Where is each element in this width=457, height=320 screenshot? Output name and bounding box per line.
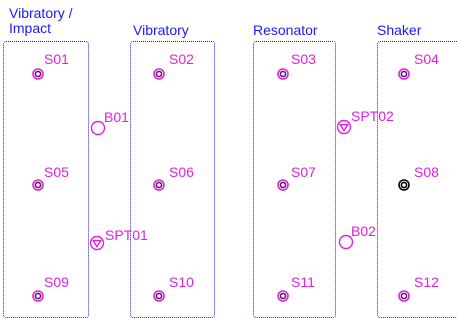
sensor-label-s11: S11 — [291, 274, 315, 290]
column-title-line2: Impact — [9, 20, 52, 36]
sensor-label-s06: S06 — [169, 164, 194, 180]
sensor-marker-s01[interactable] — [32, 68, 44, 80]
column-title-vibratory-impact: Vibratory / Impact — [9, 6, 73, 36]
sensor-label-s12: S12 — [414, 274, 439, 290]
sensor-marker-s02[interactable] — [153, 68, 165, 80]
sensor-label-s03: S03 — [291, 51, 316, 67]
sensor-label-s09: S09 — [44, 274, 69, 290]
panel-shaker[interactable] — [377, 41, 457, 318]
sensor-marker-s06[interactable] — [153, 179, 165, 191]
b01-marker-circle[interactable] — [90, 120, 106, 136]
sensor-marker-s04[interactable] — [398, 68, 410, 80]
b02-label: B02 — [351, 223, 376, 239]
sensor-label-s02: S02 — [169, 51, 194, 67]
sensor-marker-s07[interactable] — [277, 179, 289, 191]
sensor-marker-s03[interactable] — [277, 68, 289, 80]
sensor-marker-s12[interactable] — [398, 290, 410, 302]
spt01-marker[interactable] — [89, 235, 105, 251]
sensor-label-s10: S10 — [169, 274, 194, 290]
panel-vibratory-impact[interactable] — [3, 41, 89, 318]
spt02-label: SPT02 — [351, 108, 394, 124]
panel-vibratory[interactable] — [130, 41, 215, 318]
panel-resonator[interactable] — [253, 41, 336, 318]
sensor-label-s08: S08 — [414, 164, 439, 180]
spt01-label: SPT01 — [105, 227, 148, 243]
sensor-label-s05: S05 — [44, 164, 69, 180]
b02-marker-circle[interactable] — [338, 234, 354, 250]
column-title-shaker: Shaker — [377, 22, 422, 38]
column-title-vibratory: Vibratory — [133, 22, 189, 38]
b01-label: B01 — [104, 109, 129, 125]
column-title-resonator: Resonator — [253, 22, 318, 38]
sensor-label-s01: S01 — [44, 51, 69, 67]
sensor-marker-s09[interactable] — [32, 290, 44, 302]
column-title-line1: Vibratory / — [9, 5, 73, 21]
sensor-marker-s11[interactable] — [277, 290, 289, 302]
spt02-marker[interactable] — [336, 119, 352, 135]
sensor-marker-s05[interactable] — [32, 179, 44, 191]
sensor-label-s04: S04 — [414, 51, 439, 67]
sensor-marker-s10[interactable] — [153, 290, 165, 302]
sensor-marker-s08[interactable] — [398, 179, 410, 191]
sensor-label-s07: S07 — [291, 164, 316, 180]
